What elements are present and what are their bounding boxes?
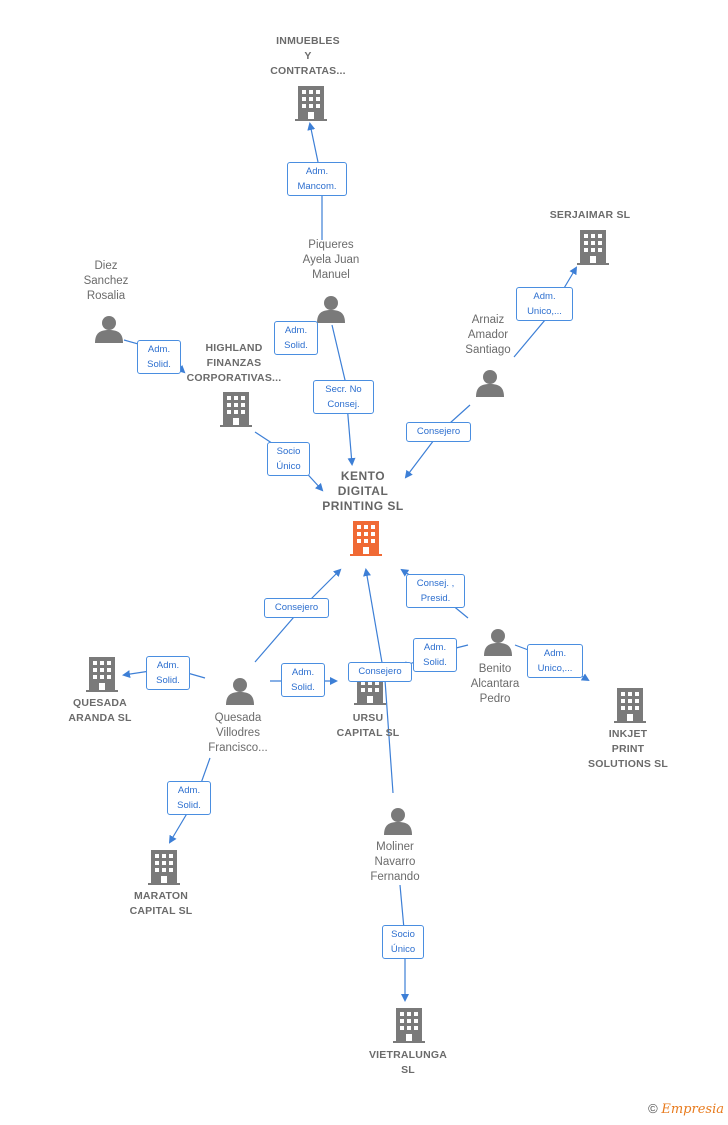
- node-vietralunga[interactable]: VIETRALUNGA SL: [368, 1049, 448, 1076]
- node-arnaiz[interactable]: Arnaiz Amador Santiago: [465, 314, 511, 356]
- node-quesada-villodres[interactable]: Quesada Villodres Francisco...: [208, 712, 268, 754]
- person-icon-moliner: [384, 808, 412, 835]
- footer-brand[interactable]: © Empresia: [648, 1101, 724, 1117]
- node-ursu[interactable]: URSU CAPITAL SL: [336, 712, 400, 739]
- building-icon-inkjet: [614, 688, 646, 723]
- node-diez[interactable]: Diez Sanchez Rosalia: [83, 260, 129, 302]
- node-piqueres[interactable]: Piqueres Ayela Juan Manuel: [302, 239, 360, 281]
- edge-piqueres-inmuebles: [310, 124, 323, 240]
- relation-quesada-kento[interactable]: Consejero: [264, 598, 329, 618]
- relation-benito-inkjet[interactable]: Adm. Unico,...: [527, 644, 583, 678]
- empresia-logo: Empresia: [661, 1102, 724, 1117]
- relation-piqueres-highland[interactable]: Adm. Solid.: [274, 321, 318, 355]
- building-icon-quesada-aranda: [86, 657, 118, 692]
- building-icon-maraton: [148, 850, 180, 885]
- building-icon-kento: [350, 521, 382, 556]
- relation-secr-no-consej[interactable]: Secr. No Consej.: [313, 380, 374, 414]
- node-maraton[interactable]: MARATON CAPITAL SL: [129, 890, 193, 917]
- relation-quesada-maraton[interactable]: Adm. Solid.: [167, 781, 211, 815]
- person-icon-arnaiz: [476, 370, 504, 397]
- person-icon-quesada-villodres: [226, 678, 254, 705]
- copyright-symbol: ©: [648, 1101, 658, 1116]
- node-serjaimar[interactable]: SERJAIMAR SL: [549, 209, 631, 221]
- person-icon-piqueres: [317, 296, 345, 323]
- relation-benito-kento[interactable]: Consej. , Presid.: [406, 574, 465, 608]
- relation-diez-highland[interactable]: Adm. Solid.: [137, 340, 181, 374]
- relation-benito-ursu[interactable]: Adm. Solid.: [413, 638, 457, 672]
- building-icon-vietralunga: [393, 1008, 425, 1043]
- relation-moliner-kento[interactable]: Consejero: [348, 662, 412, 682]
- node-kento[interactable]: KENTO DIGITAL PRINTING SL: [322, 469, 404, 513]
- building-icon-inmuebles: [295, 86, 327, 121]
- node-moliner[interactable]: Moliner Navarro Fernando: [370, 841, 420, 883]
- person-icon-diez: [95, 316, 123, 343]
- building-icon-highland: [220, 392, 252, 427]
- node-inmuebles[interactable]: INMUEBLES Y CONTRATAS...: [270, 35, 346, 77]
- relation-quesada-aranda[interactable]: Adm. Solid.: [146, 656, 190, 690]
- node-benito[interactable]: Benito Alcantara Pedro: [470, 663, 520, 705]
- relation-moliner-vietralunga[interactable]: Socio Único: [382, 925, 424, 959]
- node-inkjet[interactable]: INKJET PRINT SOLUTIONS SL: [588, 728, 668, 770]
- relation-arnaiz-serjaimar[interactable]: Adm. Unico,...: [516, 287, 573, 321]
- building-icon-serjaimar: [577, 230, 609, 265]
- relation-arnaiz-kento[interactable]: Consejero: [406, 422, 471, 442]
- person-icon-benito: [484, 629, 512, 656]
- relation-quesada-ursu[interactable]: Adm. Solid.: [281, 663, 325, 697]
- node-highland[interactable]: HIGHLAND FINANZAS CORPORATIVAS...: [186, 342, 282, 384]
- relation-socio-unico-highland[interactable]: Socio Único: [267, 442, 310, 476]
- node-quesada-aranda[interactable]: QUESADA ARANDA SL: [68, 697, 132, 724]
- relation-adm-mancom[interactable]: Adm. Mancom.: [287, 162, 347, 196]
